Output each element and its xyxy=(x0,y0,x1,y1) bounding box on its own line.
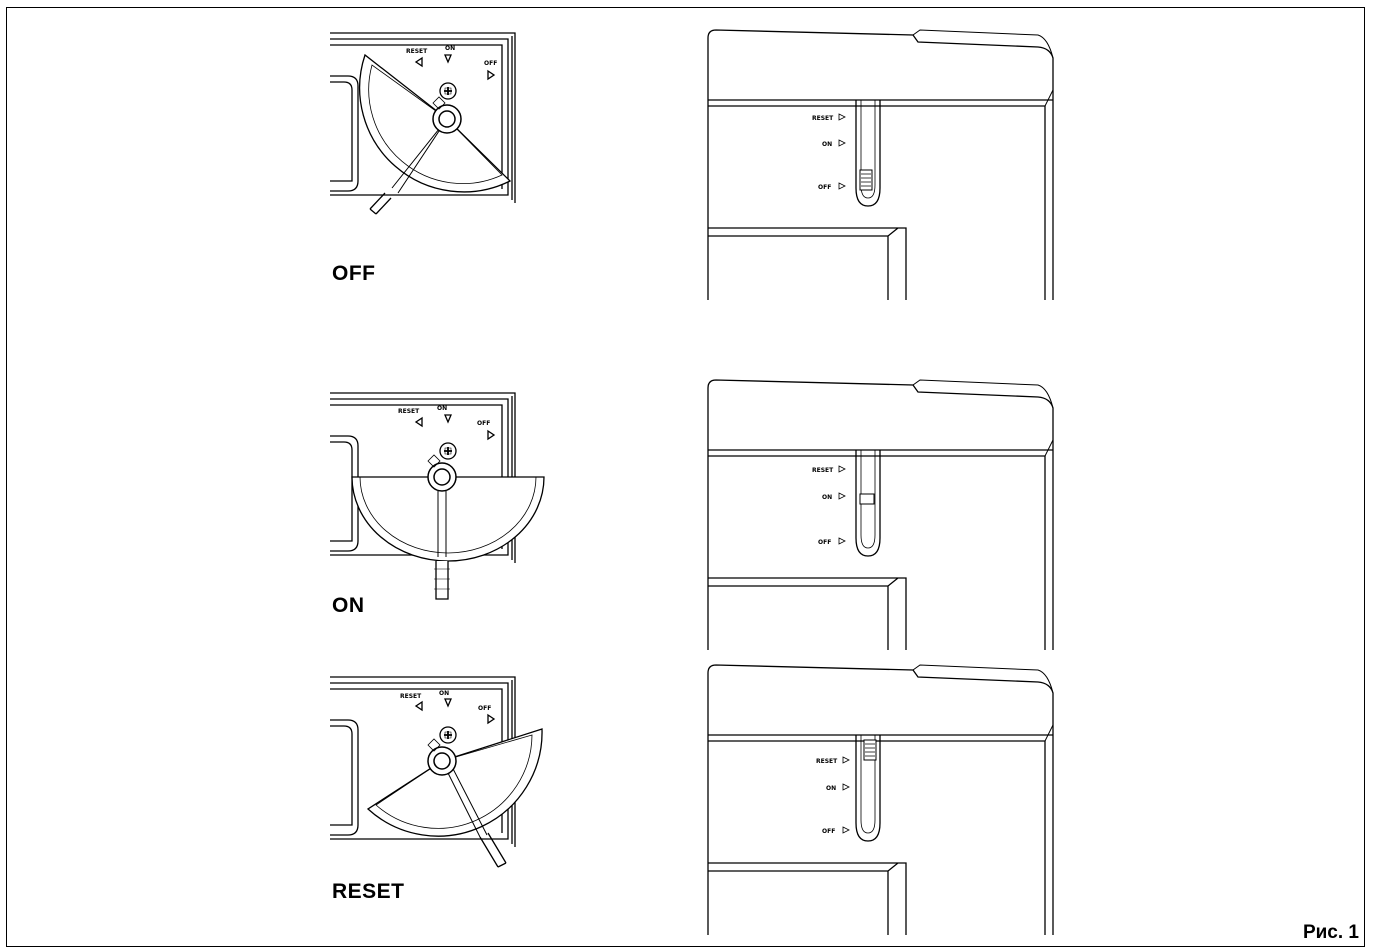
slot-label-off: OFF xyxy=(818,184,831,191)
figure-frame xyxy=(6,7,1365,947)
slot-label-reset: RESET xyxy=(816,758,838,765)
slot-label-reset: RESET xyxy=(812,115,834,122)
slot-label-reset: RESET xyxy=(812,467,834,474)
state-label-reset: RESET xyxy=(332,880,405,903)
knob-label-off: OFF xyxy=(478,705,491,712)
slot-label-on: ON xyxy=(822,141,832,148)
knob-label-reset: RESET xyxy=(406,48,428,55)
state-label-off: OFF xyxy=(332,262,376,285)
state-label-on: ON xyxy=(332,594,365,617)
slot-label-on: ON xyxy=(822,494,832,501)
slot-label-on: ON xyxy=(826,785,836,792)
slot-label-off: OFF xyxy=(822,828,835,835)
slot-label-off: OFF xyxy=(818,539,831,546)
knob-label-on: ON xyxy=(437,405,447,412)
knob-label-reset: RESET xyxy=(400,693,422,700)
knob-label-off: OFF xyxy=(484,60,497,67)
knob-label-on: ON xyxy=(439,690,449,697)
knob-label-reset: RESET xyxy=(398,408,420,415)
knob-label-on: ON xyxy=(445,45,455,52)
knob-label-off: OFF xyxy=(477,420,490,427)
figure-caption: Рис. 1 xyxy=(1302,922,1359,943)
